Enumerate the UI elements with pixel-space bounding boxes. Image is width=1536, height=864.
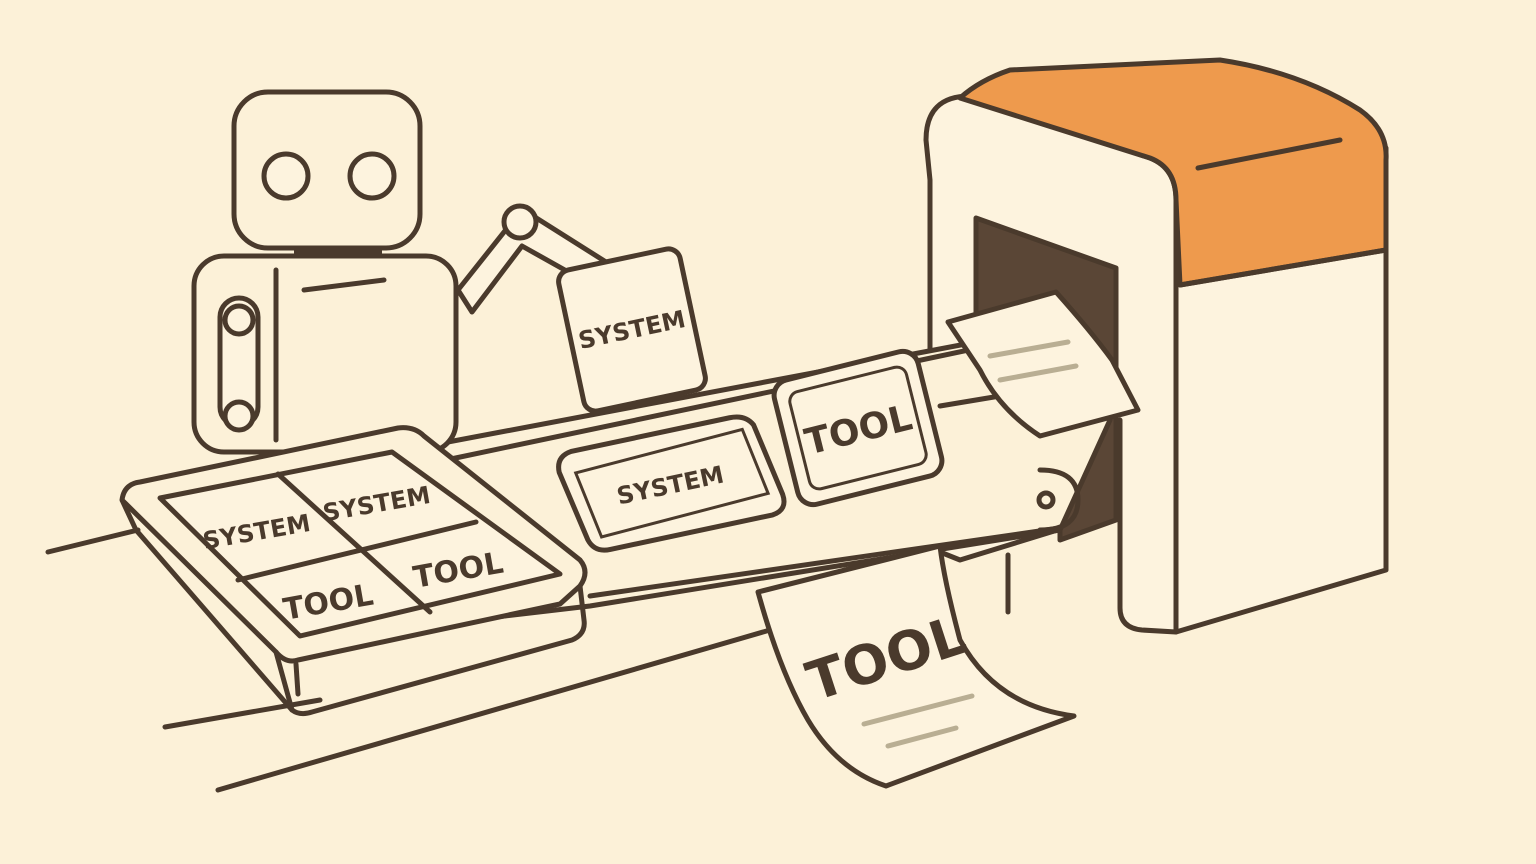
belt-card-tool: TOOL	[771, 348, 945, 508]
robot-eye-left	[261, 151, 311, 201]
floor-lines	[45, 527, 1011, 793]
held-card-system: SYSTEM	[556, 246, 708, 414]
robot-icon	[191, 89, 623, 455]
robot-eye-right	[347, 151, 397, 201]
machine-top-orange	[957, 57, 1389, 288]
robot-head	[231, 89, 423, 251]
output-paper-top	[945, 289, 1141, 439]
sorting-tray-icon: SYSTEM SYSTEM TOOL TOOL	[119, 425, 588, 717]
falling-paper-tool: TOOL	[755, 543, 1077, 789]
belt-card-system: SYSTEM	[556, 414, 787, 553]
conveyor-roller	[1036, 490, 1056, 510]
